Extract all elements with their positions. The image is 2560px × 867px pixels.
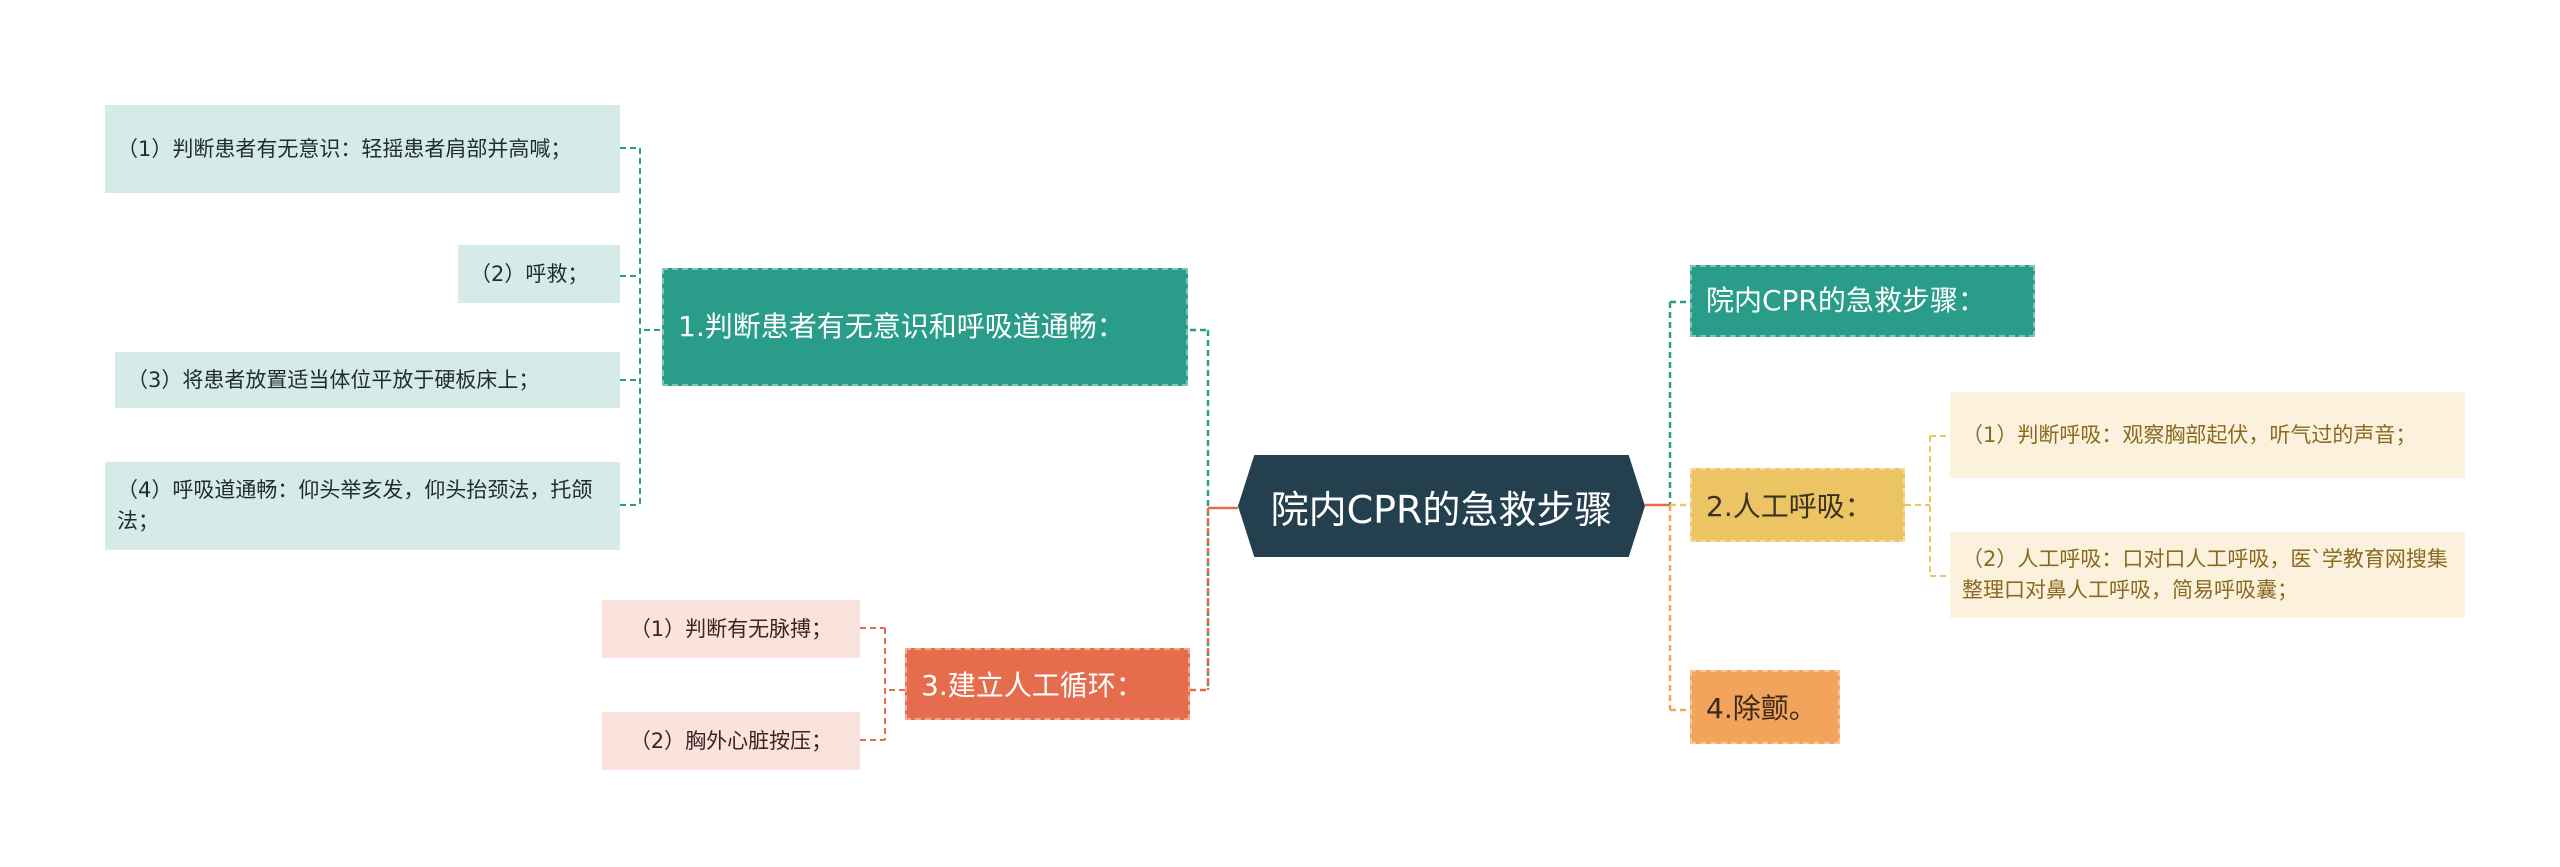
list-item: （2）胸外心脏按压； (602, 712, 860, 770)
branch-node-2[interactable]: 2.人工呼吸： (1690, 468, 1905, 542)
branch-label: 院内CPR的急救步骤： (1706, 284, 1986, 317)
root-node[interactable]: 院内CPR的急救步骤 (1238, 455, 1645, 557)
branch-node-intro[interactable]: 院内CPR的急救步骤： (1690, 265, 2035, 337)
list-item: （2）人工呼吸：口对口人工呼吸，医`学教育网搜集整理口对鼻人工呼吸，简易呼吸囊； (1950, 532, 2465, 618)
branch-label: 4.除颤。 (1706, 692, 1817, 725)
root-label: 院内CPR的急救步骤 (1270, 487, 1613, 532)
branch-label: 3.建立人工循环： (921, 669, 1144, 702)
list-item: （1）判断呼吸：观察胸部起伏，听气过的声音； (1950, 392, 2465, 478)
leaf-label: （1）判断呼吸：观察胸部起伏，听气过的声音； (1962, 422, 2417, 447)
list-item: （1）判断患者有无意识：轻摇患者肩部并高喊； (105, 105, 620, 193)
list-item: （2）呼救； (458, 245, 620, 303)
list-item: （4）呼吸道通畅：仰头举亥发，仰头抬颈法，托颌法； (105, 462, 620, 550)
branch-node-4[interactable]: 4.除颤。 (1690, 670, 1840, 744)
list-item: （3）将患者放置适当体位平放于硬板床上； (115, 352, 620, 408)
branch-label: 1.判断患者有无意识和呼吸道通畅： (678, 310, 1125, 343)
branch-node-1[interactable]: 1.判断患者有无意识和呼吸道通畅： (662, 268, 1188, 386)
leaf-label: （2）呼救； (470, 261, 589, 286)
leaf-label: （4）呼吸道通畅：仰头举亥发，仰头抬颈法，托颌法； (117, 478, 593, 533)
leaf-label: （2）胸外心脏按压； (629, 728, 833, 753)
leaf-label: （2）人工呼吸：口对口人工呼吸，医`学教育网搜集整理口对鼻人工呼吸，简易呼吸囊； (1962, 547, 2448, 602)
branch-node-3[interactable]: 3.建立人工循环： (905, 648, 1190, 720)
leaf-label: （1）判断有无脉搏； (629, 616, 833, 641)
leaf-label: （3）将患者放置适当体位平放于硬板床上； (127, 367, 540, 392)
leaf-label: （1）判断患者有无意识：轻摇患者肩部并高喊； (117, 136, 572, 161)
branch-label: 2.人工呼吸： (1706, 490, 1873, 523)
list-item: （1）判断有无脉搏； (602, 600, 860, 658)
